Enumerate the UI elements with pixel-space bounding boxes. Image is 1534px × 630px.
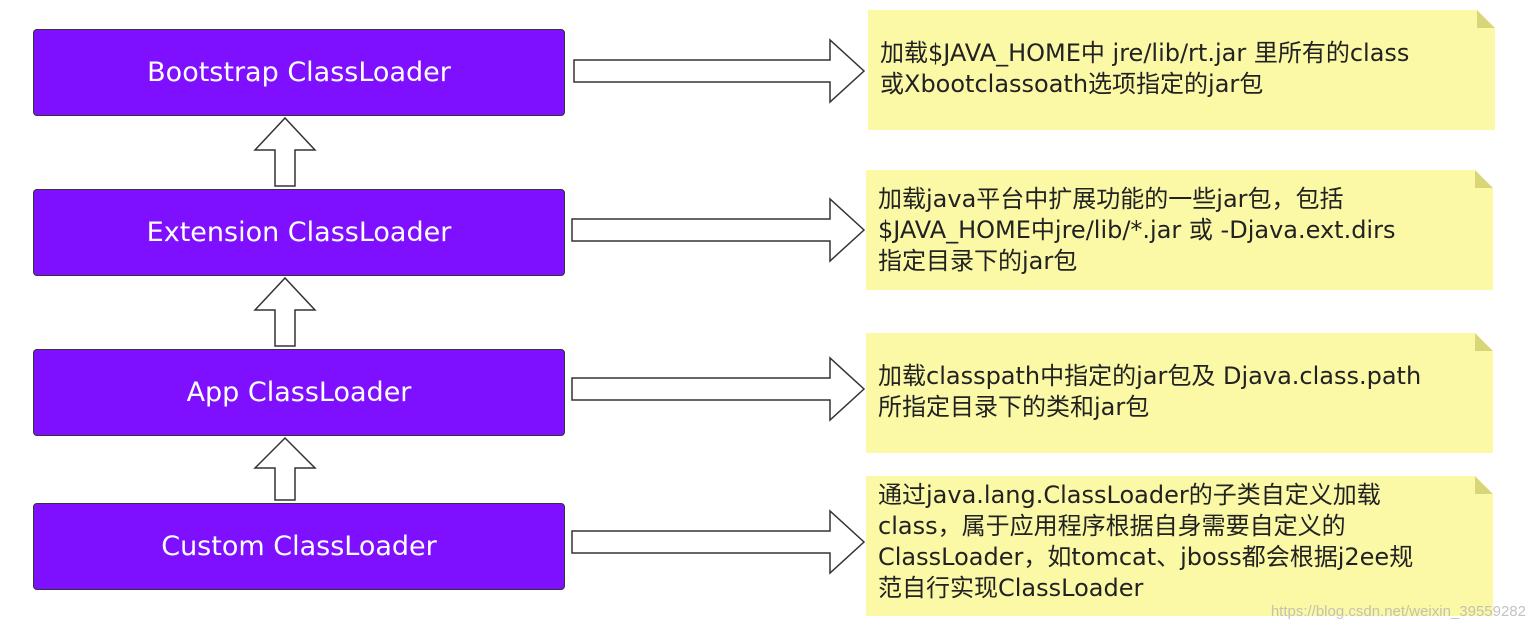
box-label: Extension ClassLoader	[146, 217, 452, 248]
extension-classloader-box: Extension ClassLoader	[33, 189, 565, 276]
extension-note: 加载java平台中扩展功能的一些jar包，包括 $JAVA_HOME中jre/l…	[866, 170, 1493, 290]
bootstrap-note: 加载$JAVA_HOME中 jre/lib/rt.jar 里所有的class 或…	[868, 10, 1495, 130]
right-arrow	[573, 38, 866, 104]
note-line: 加载java平台中扩展功能的一些jar包，包括	[878, 185, 1344, 213]
box-label: Bootstrap ClassLoader	[147, 57, 451, 88]
custom-classloader-box: Custom ClassLoader	[33, 503, 565, 590]
box-label: App ClassLoader	[186, 377, 412, 408]
note-line: class，属于应用程序根据自身需要自定义的	[878, 512, 1346, 540]
up-arrow	[253, 116, 317, 187]
app-classloader-box: App ClassLoader	[33, 349, 565, 436]
right-arrow	[571, 197, 866, 263]
up-arrow	[253, 276, 317, 347]
up-arrow	[253, 436, 317, 501]
note-line: 加载$JAVA_HOME中 jre/lib/rt.jar 里所有的class	[880, 39, 1410, 67]
note-line: $JAVA_HOME中jre/lib/*.jar 或 -Djava.ext.di…	[878, 216, 1396, 244]
note-line: ClassLoader，如tomcat、jboss都会根据j2ee规	[878, 543, 1414, 571]
note-line: 加载classpath中指定的jar包及 Djava.class.path	[878, 362, 1422, 390]
box-label: Custom ClassLoader	[161, 531, 437, 562]
right-arrow	[571, 356, 866, 422]
right-arrow	[571, 509, 866, 575]
note-line: 范自行实现ClassLoader	[878, 574, 1144, 602]
custom-note: 通过java.lang.ClassLoader的子类自定义加载 class，属于…	[866, 476, 1493, 616]
note-line: 指定目录下的jar包	[878, 247, 1078, 275]
bootstrap-classloader-box: Bootstrap ClassLoader	[33, 29, 565, 116]
watermark: https://blog.csdn.net/weixin_39559282	[1270, 603, 1526, 620]
app-note: 加载classpath中指定的jar包及 Djava.class.path 所指…	[866, 333, 1493, 453]
note-line: 或Xbootclassoath选项指定的jar包	[880, 70, 1264, 98]
note-line: 通过java.lang.ClassLoader的子类自定义加载	[878, 481, 1381, 509]
note-line: 所指定目录下的类和jar包	[878, 393, 1150, 421]
